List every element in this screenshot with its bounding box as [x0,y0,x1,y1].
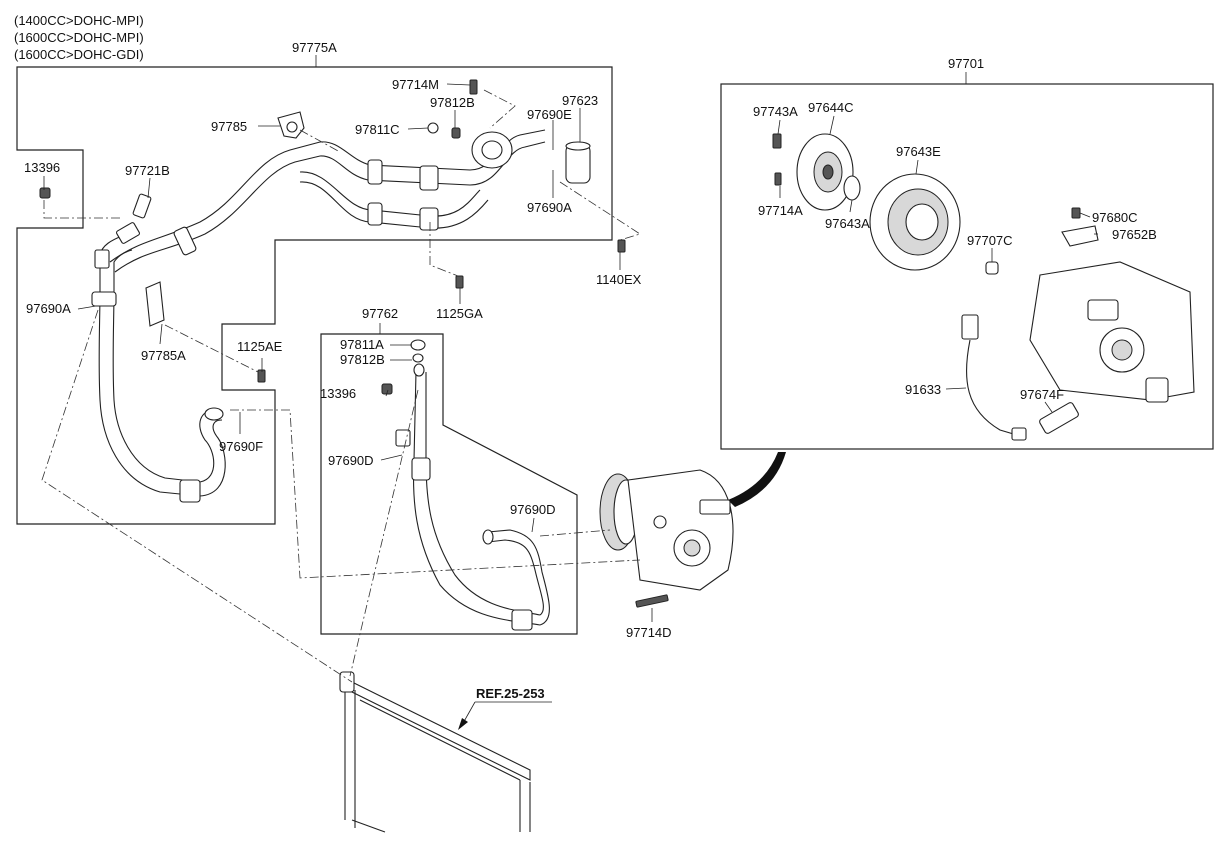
reference-arrow [458,701,552,730]
part-97623[interactable]: 97623 [562,93,598,108]
variant-1600-gdi: (1600CC>DOHC-GDI) [14,47,144,62]
part-13396-left[interactable]: 13396 [24,160,60,175]
part-1125ae[interactable]: 1125AE [237,339,283,354]
part-97714m[interactable]: 97714M [392,77,439,92]
part-97721b[interactable]: 97721B [125,163,170,178]
connection-lines [41,89,641,683]
assembly-label-97701[interactable]: 97701 [948,56,984,71]
part-97690e[interactable]: 97690E [527,107,572,122]
part-labels: 97714M 97812B 97623 97785 97811C 97690E … [24,77,1157,640]
part-97714a[interactable]: 97714A [758,203,803,218]
part-97680c[interactable]: 97680C [1092,210,1138,225]
part-97644c[interactable]: 97644C [808,100,854,115]
leader-lines [43,83,1098,622]
part-97652b[interactable]: 97652B [1112,227,1157,242]
variant-1400-mpi: (1400CC>DOHC-MPI) [14,13,144,28]
part-97811c[interactable]: 97811C [355,122,400,137]
part-97690d-right[interactable]: 97690D [510,502,556,517]
suction-hose-frame [320,323,578,635]
variant-1600-mpi: (1600CC>DOHC-MPI) [14,30,144,45]
part-97812b-top[interactable]: 97812B [430,95,475,110]
discharge-hose-frame [16,55,613,525]
part-97690a-right[interactable]: 97690A [527,200,572,215]
part-13396-mid[interactable]: 13396 [320,386,356,401]
part-97785[interactable]: 97785 [211,119,247,134]
part-97812b-mid[interactable]: 97812B [340,352,385,367]
part-97690d-left[interactable]: 97690D [328,453,374,468]
discharge-hose-drawing [39,79,626,503]
part-1140ex[interactable]: 1140EX [596,272,642,287]
part-1125ga[interactable]: 1125GA [436,306,483,321]
condenser-drawing [339,671,531,833]
part-97743a[interactable]: 97743A [753,104,798,119]
part-97674f[interactable]: 97674F [1020,387,1064,402]
compressor-detail-drawing [772,133,1195,441]
compressor-drawing [599,469,734,608]
part-97643e[interactable]: 97643E [896,144,941,159]
assembly-label-97762[interactable]: 97762 [362,306,398,321]
part-97690f[interactable]: 97690F [219,439,263,454]
part-97785a[interactable]: 97785A [141,348,186,363]
assembly-label-97775a[interactable]: 97775A [292,40,337,55]
reference-label[interactable]: REF.25-253 [476,686,545,701]
part-91633[interactable]: 91633 [905,382,941,397]
compressor-frame [720,72,1214,450]
suction-hose-drawing [381,339,550,631]
part-97707c[interactable]: 97707C [967,233,1013,248]
part-97690a-left[interactable]: 97690A [26,301,71,316]
part-97811a[interactable]: 97811A [340,337,384,352]
part-97643a[interactable]: 97643A [825,216,870,231]
detail-callout-arrow [728,452,786,507]
part-97714d[interactable]: 97714D [626,625,672,640]
